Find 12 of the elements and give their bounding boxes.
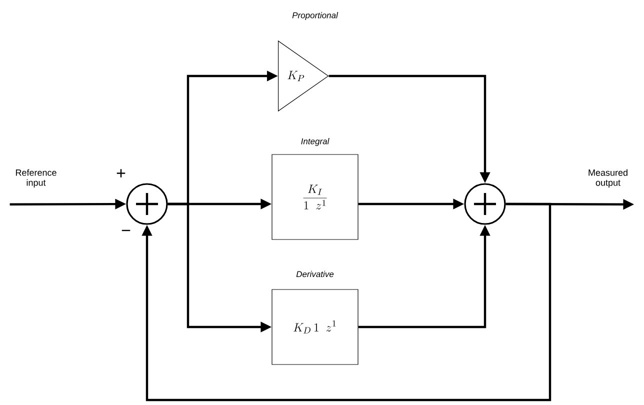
block-caption: Derivative: [296, 270, 334, 278]
transfer-function-box: $\frac{K_{I}}{1\ \ z^{1}}$: [272, 154, 358, 240]
signal-label: Reference input: [16, 169, 56, 188]
signal-label: Measured output: [588, 169, 628, 188]
sign-label: +: [116, 169, 126, 178]
summing-junction: [464, 183, 506, 225]
block-caption: Integral: [301, 138, 330, 146]
arrow: [142, 202, 552, 402]
sign-label: −: [122, 230, 130, 232]
transfer-function-box: $K_{D}\,1\ \ z^{1}$: [272, 289, 358, 365]
summing-junction: [126, 183, 168, 225]
block-caption: Proportional: [292, 12, 338, 20]
